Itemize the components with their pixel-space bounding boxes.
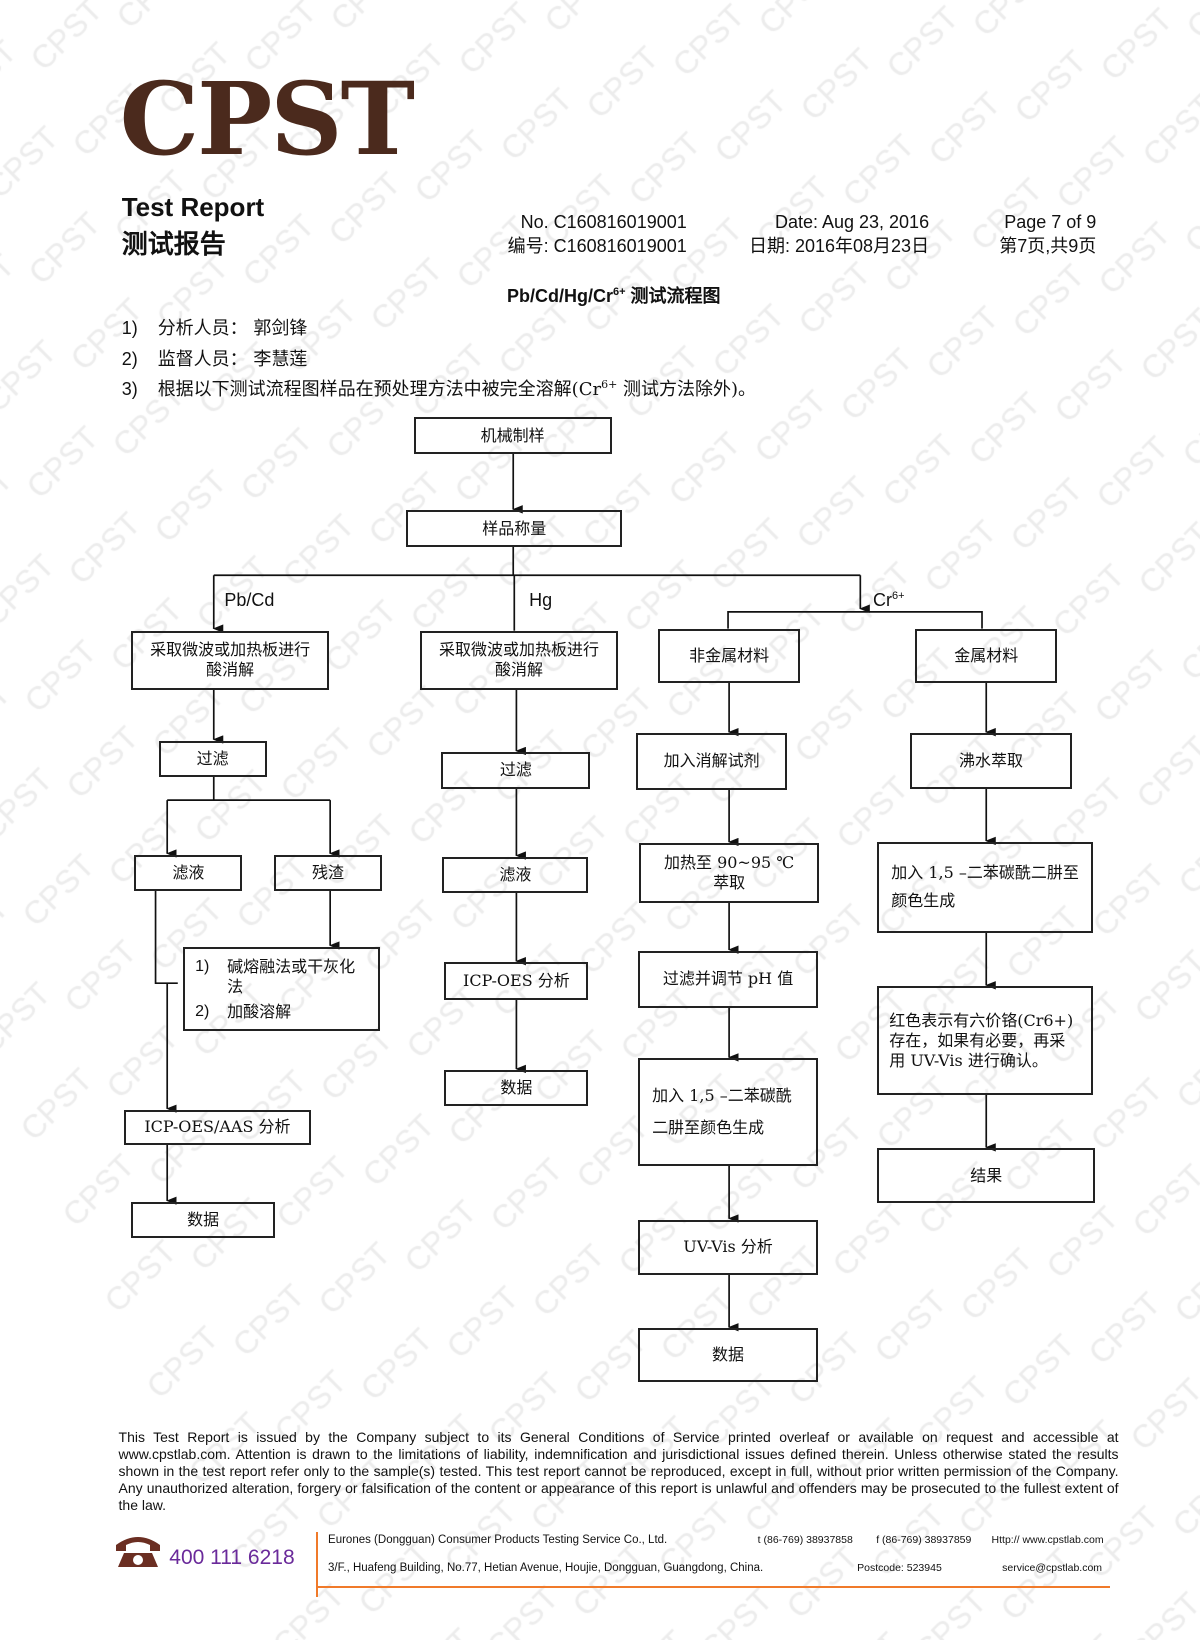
branch-label-hg: Hg (529, 589, 553, 610)
pbcd-data: 数据 (131, 1201, 276, 1239)
company-address: 3/F., Huafeng Building, No.77, Hetian Av… (328, 1561, 764, 1574)
company-tel: t (86-769) 38937858 (757, 1534, 853, 1547)
title-sup: 6+ (612, 286, 626, 299)
report-title-en: Test Report (121, 192, 265, 223)
pbcd-filtrate: 滤液 (134, 854, 243, 892)
item-number: 3) (121, 379, 138, 400)
nonmetal-add-dpc: 加入 1,5 –二苯碳酰二肼至颜色生成 (638, 1058, 818, 1167)
item-text-suffix: 测试方法除外)。 (617, 379, 757, 401)
hg-filtrate: 滤液 (442, 856, 589, 894)
hg-data: 数据 (444, 1069, 589, 1106)
document-title: Pb/Cd/Hg/Cr6+ 测试流程图 (0, 282, 1200, 308)
page-cn: 第7页,共9页 (999, 236, 1097, 257)
disclaimer: This Test Report is issued by the Compan… (118, 1428, 1119, 1513)
page-number: Page 7 of 9 第7页,共9页 (952, 210, 1096, 258)
company-website[interactable]: Http:// www.cpstlab.com (991, 1534, 1104, 1547)
telephone-icon (116, 1537, 161, 1568)
branch-label-pbcd: Pb/Cd (224, 589, 275, 610)
cr-text: Cr (873, 589, 893, 610)
report-title-cn: 测试报告 (121, 229, 226, 260)
date-en: Date: Aug 23, 2016 (774, 212, 930, 233)
branch-label-cr6: Cr6+ (873, 590, 905, 611)
company-fax: f (86-769) 38937859 (876, 1534, 972, 1547)
residue-step: 2) 加酸溶解 (195, 1002, 368, 1022)
step-number: 1) (195, 957, 210, 975)
list-item: 2) 监督人员： 李慧莲 (122, 345, 308, 371)
step-text: 加酸溶解 (227, 1001, 292, 1021)
pbcd-analysis: ICP-OES/AAS 分析 (123, 1109, 312, 1146)
metal-material: 金属材料 (915, 628, 1058, 683)
date-cn: 日期: 2016年08月23日 (748, 236, 930, 257)
hg-filter: 过滤 (441, 752, 591, 789)
report-date: Date: Aug 23, 2016 日期: 2016年08月23日 (709, 210, 929, 258)
residue-step: 1) 碱熔融法或干灰化法 (195, 957, 368, 997)
title-suffix: 测试流程图 (625, 286, 721, 307)
step-weigh: 样品称量 (406, 510, 623, 547)
company-email[interactable]: service@cpstlab.com (1002, 1561, 1103, 1574)
number-cn: 编号: C160816019001 (507, 236, 687, 257)
nonmetal-material: 非金属材料 (658, 628, 800, 683)
nonmetal-heat: 加热至 90~95 ℃ 萃取 (639, 843, 820, 903)
hotline-number: 400 111 6218 (169, 1545, 295, 1569)
step-text: 碱熔融法或干灰化法 (227, 956, 356, 996)
nonmetal-add-reagent: 加入消解试剂 (635, 733, 788, 790)
item-text: 根据以下测试流程图样品在预处理方法中被完全溶解(Cr (157, 379, 602, 401)
metal-result: 结果 (877, 1148, 1096, 1203)
nonmetal-uvvis: UV-Vis 分析 (638, 1219, 818, 1275)
item-text: 分析人员： 郭剑锋 (157, 317, 308, 339)
cpst-logo: CPST (119, 60, 415, 179)
hg-analysis: ICP-OES 分析 (444, 962, 589, 1000)
pbcd-filter: 过滤 (158, 740, 267, 778)
item-number: 1) (121, 317, 138, 338)
nonmetal-filter-ph: 过滤并调节 pH 值 (638, 950, 818, 1009)
company-name: Eurones (Dongguan) Consumer Products Tes… (328, 1534, 668, 1547)
title-text: Pb/Cd/Hg/Cr (506, 286, 613, 307)
item-number: 2) (121, 349, 138, 370)
page-en: Page 7 of 9 (1004, 212, 1097, 233)
number-en: No. C160816019001 (520, 212, 687, 233)
metal-boiling-extract: 沸水萃取 (910, 733, 1072, 789)
list-item: 3) 根据以下测试流程图样品在预处理方法中被完全溶解(Cr6+ 测试方法除外)。 (122, 375, 756, 401)
nonmetal-data: 数据 (638, 1328, 818, 1382)
company-postcode: Postcode: 523945 (857, 1561, 942, 1574)
cr-sup: 6+ (892, 589, 905, 602)
item-text: 监督人员： 李慧莲 (157, 349, 308, 371)
item-sup: 6+ (601, 378, 618, 392)
footer-divider-vertical (316, 1532, 318, 1598)
hg-digest: 采取微波或加热板进行酸消解 (420, 630, 618, 691)
pbcd-digest: 采取微波或加热板进行酸消解 (131, 630, 330, 691)
metal-add-dpc: 加入 1,5 –二苯碳酰二肼至颜色生成 (877, 841, 1094, 933)
step-number: 2) (195, 1002, 210, 1020)
report-number: No. C160816019001 编号: C160816019001 (455, 210, 687, 258)
metal-red-confirm: 红色表示有六价铬(Cr6+)存在，如果有必要，再采用 UV-Vis 进行确认。 (877, 986, 1094, 1096)
pbcd-residue-steps: 1) 碱熔融法或干灰化法 2) 加酸溶解 (183, 946, 380, 1032)
footer-rule (316, 1585, 1111, 1588)
pbcd-residue: 残渣 (274, 854, 382, 892)
step-sample-prep: 机械制样 (413, 417, 612, 454)
list-item: 1) 分析人员： 郭剑锋 (122, 314, 308, 340)
